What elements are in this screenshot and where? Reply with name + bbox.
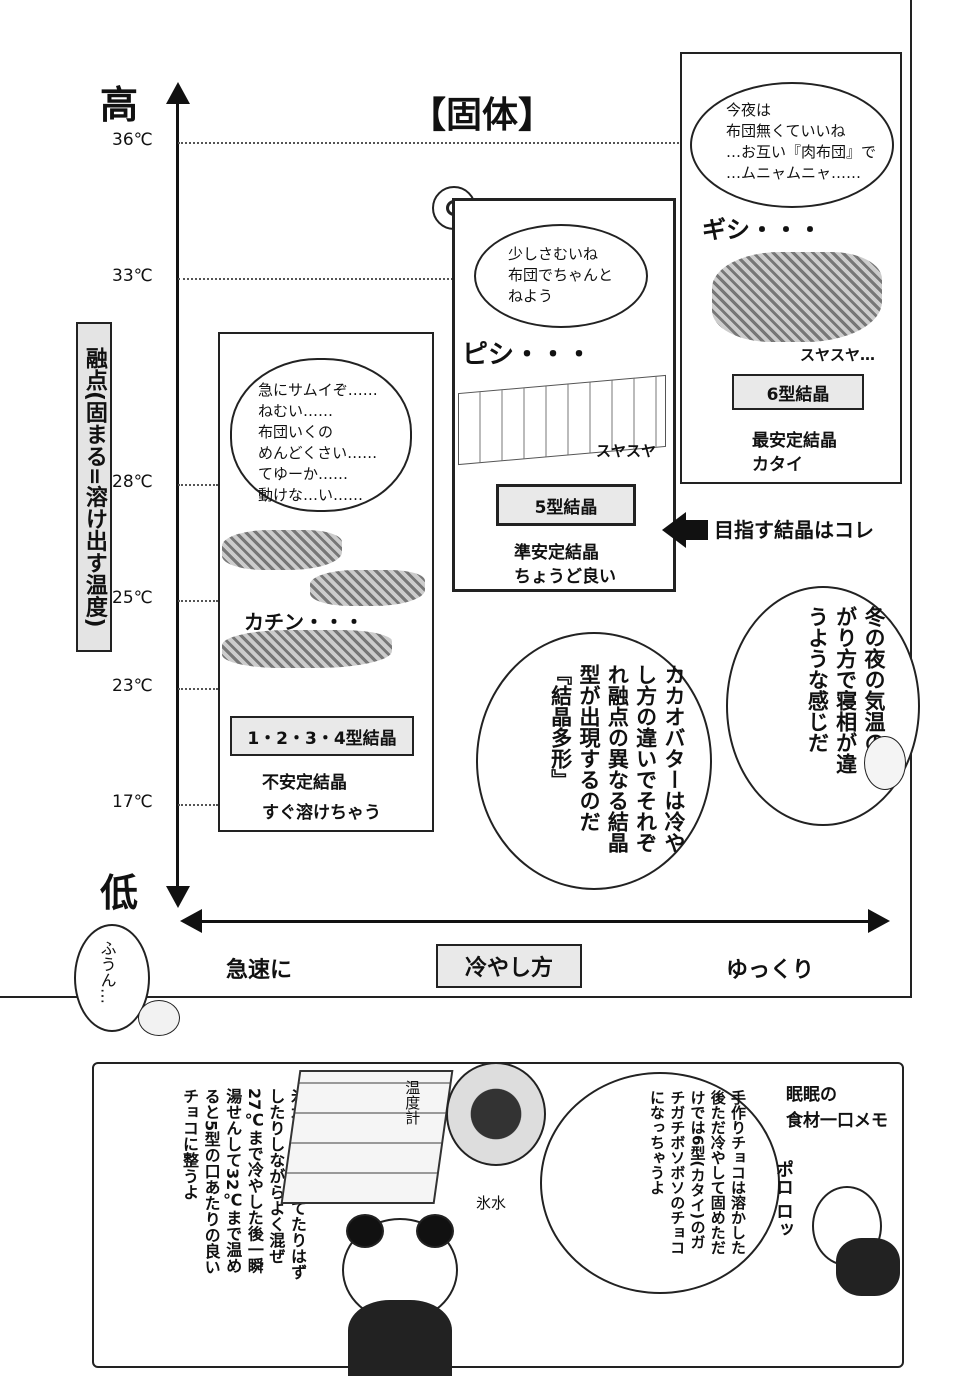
pointer-arrow-shaft — [684, 520, 708, 540]
memo-thermometer-label: 温度計 — [403, 1080, 422, 1125]
x-axis-left-label: 急速に — [226, 958, 293, 983]
x-axis-arrow-right — [868, 909, 890, 933]
panel-unstable-desc2: すぐ溶けちゃう — [262, 803, 381, 823]
y-axis-low-label: 低 — [100, 871, 139, 915]
x-axis-right-label: ゆっくり — [726, 958, 815, 983]
ice-water-bowl-illustration — [446, 1062, 546, 1166]
memo-title-line1: 眠眠の — [786, 1085, 837, 1105]
panel-semistable-bubble-line: 少しさむいね — [508, 245, 599, 263]
panel-stable-type-label: 6型結晶 — [732, 374, 864, 410]
temp-guide-28 — [178, 484, 218, 486]
panel-unstable-type-label: 1・2・3・4型結晶 — [230, 716, 414, 756]
sleeping-figures-scattered — [222, 630, 392, 668]
memo-left-text: 氷水ボウルにあてたりはずしたりしながらよく混ぜ27℃まで冷やした後一瞬湯せんして… — [180, 1088, 307, 1280]
panel-stable-bubble: 今夜は 布団無くていいね …お互い『肉布団』で …ムニャムニャ…… — [690, 82, 894, 208]
panel-stable-sfx: ギシ・・・ — [702, 216, 822, 244]
sleeping-figures-scattered — [310, 570, 425, 606]
mini-bubble — [74, 924, 150, 1032]
panel-unstable-bubble: 急にサムイぞ…… ねむい…… 布団いくの めんどくさい…… てゆーか…… 動けな… — [230, 358, 412, 512]
panel-stable-bubble-line: 布団無くていいね — [726, 122, 846, 140]
panel-unstable-bubble-line: てゆーか…… — [258, 465, 349, 483]
memo-sfx: ポロ ロッ — [773, 1160, 794, 1239]
memo-bubble — [540, 1072, 780, 1294]
chibi-character-icon — [138, 1000, 180, 1036]
temp-guide-17 — [178, 804, 218, 806]
thought-center-text: カカオバターは冷やし方の違いでそれぞれ融点の異なる結晶型が出現するのだ『結晶多形… — [548, 664, 686, 853]
panel-semistable-sfx: ピシ・・・ — [462, 340, 593, 370]
panel-semistable-desc2: ちょうど良い — [514, 567, 616, 587]
panel-stable-desc2: カタイ — [752, 455, 803, 475]
y-axis-label: 融点(固まる=溶け出す温度) — [76, 322, 112, 652]
x-axis-arrow-left — [180, 909, 202, 933]
panel-semistable-bubble-line: 布団でちゃんと — [508, 266, 614, 284]
temp-label-23: 23℃ — [112, 676, 153, 696]
panel-semistable-bubble: 少しさむいね 布団でちゃんと ねよう — [474, 224, 648, 328]
panel-unstable-desc1: 不安定結晶 — [262, 773, 347, 793]
temp-guide-33 — [178, 278, 453, 280]
panel-unstable-bubble-line: 動けな…い…… — [258, 486, 364, 504]
temp-guide-23 — [178, 688, 218, 690]
frame-right-border — [910, 0, 912, 998]
pointer-arrow-icon — [662, 512, 686, 548]
panel-stable-desc1: 最安定結晶 — [752, 431, 837, 451]
arrow-note: 目指す結晶はコレ — [714, 518, 874, 542]
panel-stable-snore: スヤスヤ… — [800, 346, 876, 364]
y-axis-arrow-up — [166, 82, 190, 104]
panel-semistable-desc1: 準安定結晶 — [514, 543, 599, 563]
frame-bottom-border — [0, 996, 912, 998]
sleeping-figures-scattered — [222, 530, 342, 570]
panel-unstable-sfx: カチン・・・ — [244, 610, 364, 634]
temp-guide-25 — [178, 600, 218, 602]
memo-ice-water-label: 氷水 — [476, 1194, 507, 1212]
panel-semistable-bubble-line: ねよう — [508, 287, 554, 305]
panda-small-body — [836, 1238, 900, 1296]
sleeping-pile-illustration — [712, 252, 882, 342]
temp-label-25: 25℃ — [112, 588, 153, 608]
memo-title-line2: 食材一口メモ — [786, 1111, 888, 1131]
panel-unstable-bubble-line: めんどくさい…… — [258, 444, 378, 462]
thought-bubble-center — [476, 632, 712, 890]
y-axis-line — [176, 100, 179, 890]
panda-ear-right — [416, 1214, 454, 1248]
y-axis-arrow-down — [166, 886, 190, 908]
mini-bubble-text: ふうん… — [97, 940, 117, 1004]
temp-label-33: 33℃ — [112, 266, 153, 286]
memo-bubble-text: 手作りチョコは溶かした後ただ冷やして固めただけでは6型(カタイ)のガチガチボソボ… — [648, 1090, 747, 1255]
chart-title: 【固体】 — [410, 95, 555, 136]
x-axis-label: 冷やし方 — [436, 944, 582, 988]
panel-semistable-type-label: 5型結晶 — [496, 484, 636, 526]
panel-stable-bubble-line: …ムニャムニャ…… — [726, 164, 862, 182]
panel-unstable-bubble-line: 布団いくの — [258, 423, 334, 441]
panel-unstable-bubble-line: 急にサムイぞ…… — [258, 381, 378, 399]
temp-label-28: 28℃ — [112, 472, 153, 492]
x-axis-line — [200, 920, 872, 923]
temp-label-17: 17℃ — [112, 792, 153, 812]
panel-semistable-snore: スヤスヤ — [596, 442, 657, 460]
panel-stable-bubble-line: 今夜は — [726, 101, 772, 119]
temp-guide-36 — [178, 142, 683, 144]
chocolate-mold-illustration — [280, 1070, 454, 1204]
temp-label-36: 36℃ — [112, 130, 153, 150]
character-face-icon — [864, 736, 906, 790]
panel-stable-bubble-line: …お互い『肉布団』で — [726, 143, 877, 161]
y-axis-high-label: 高 — [100, 83, 139, 127]
panda-ear-left — [346, 1214, 384, 1248]
panda-body — [348, 1300, 452, 1376]
panel-unstable-bubble-line: ねむい…… — [258, 402, 334, 420]
